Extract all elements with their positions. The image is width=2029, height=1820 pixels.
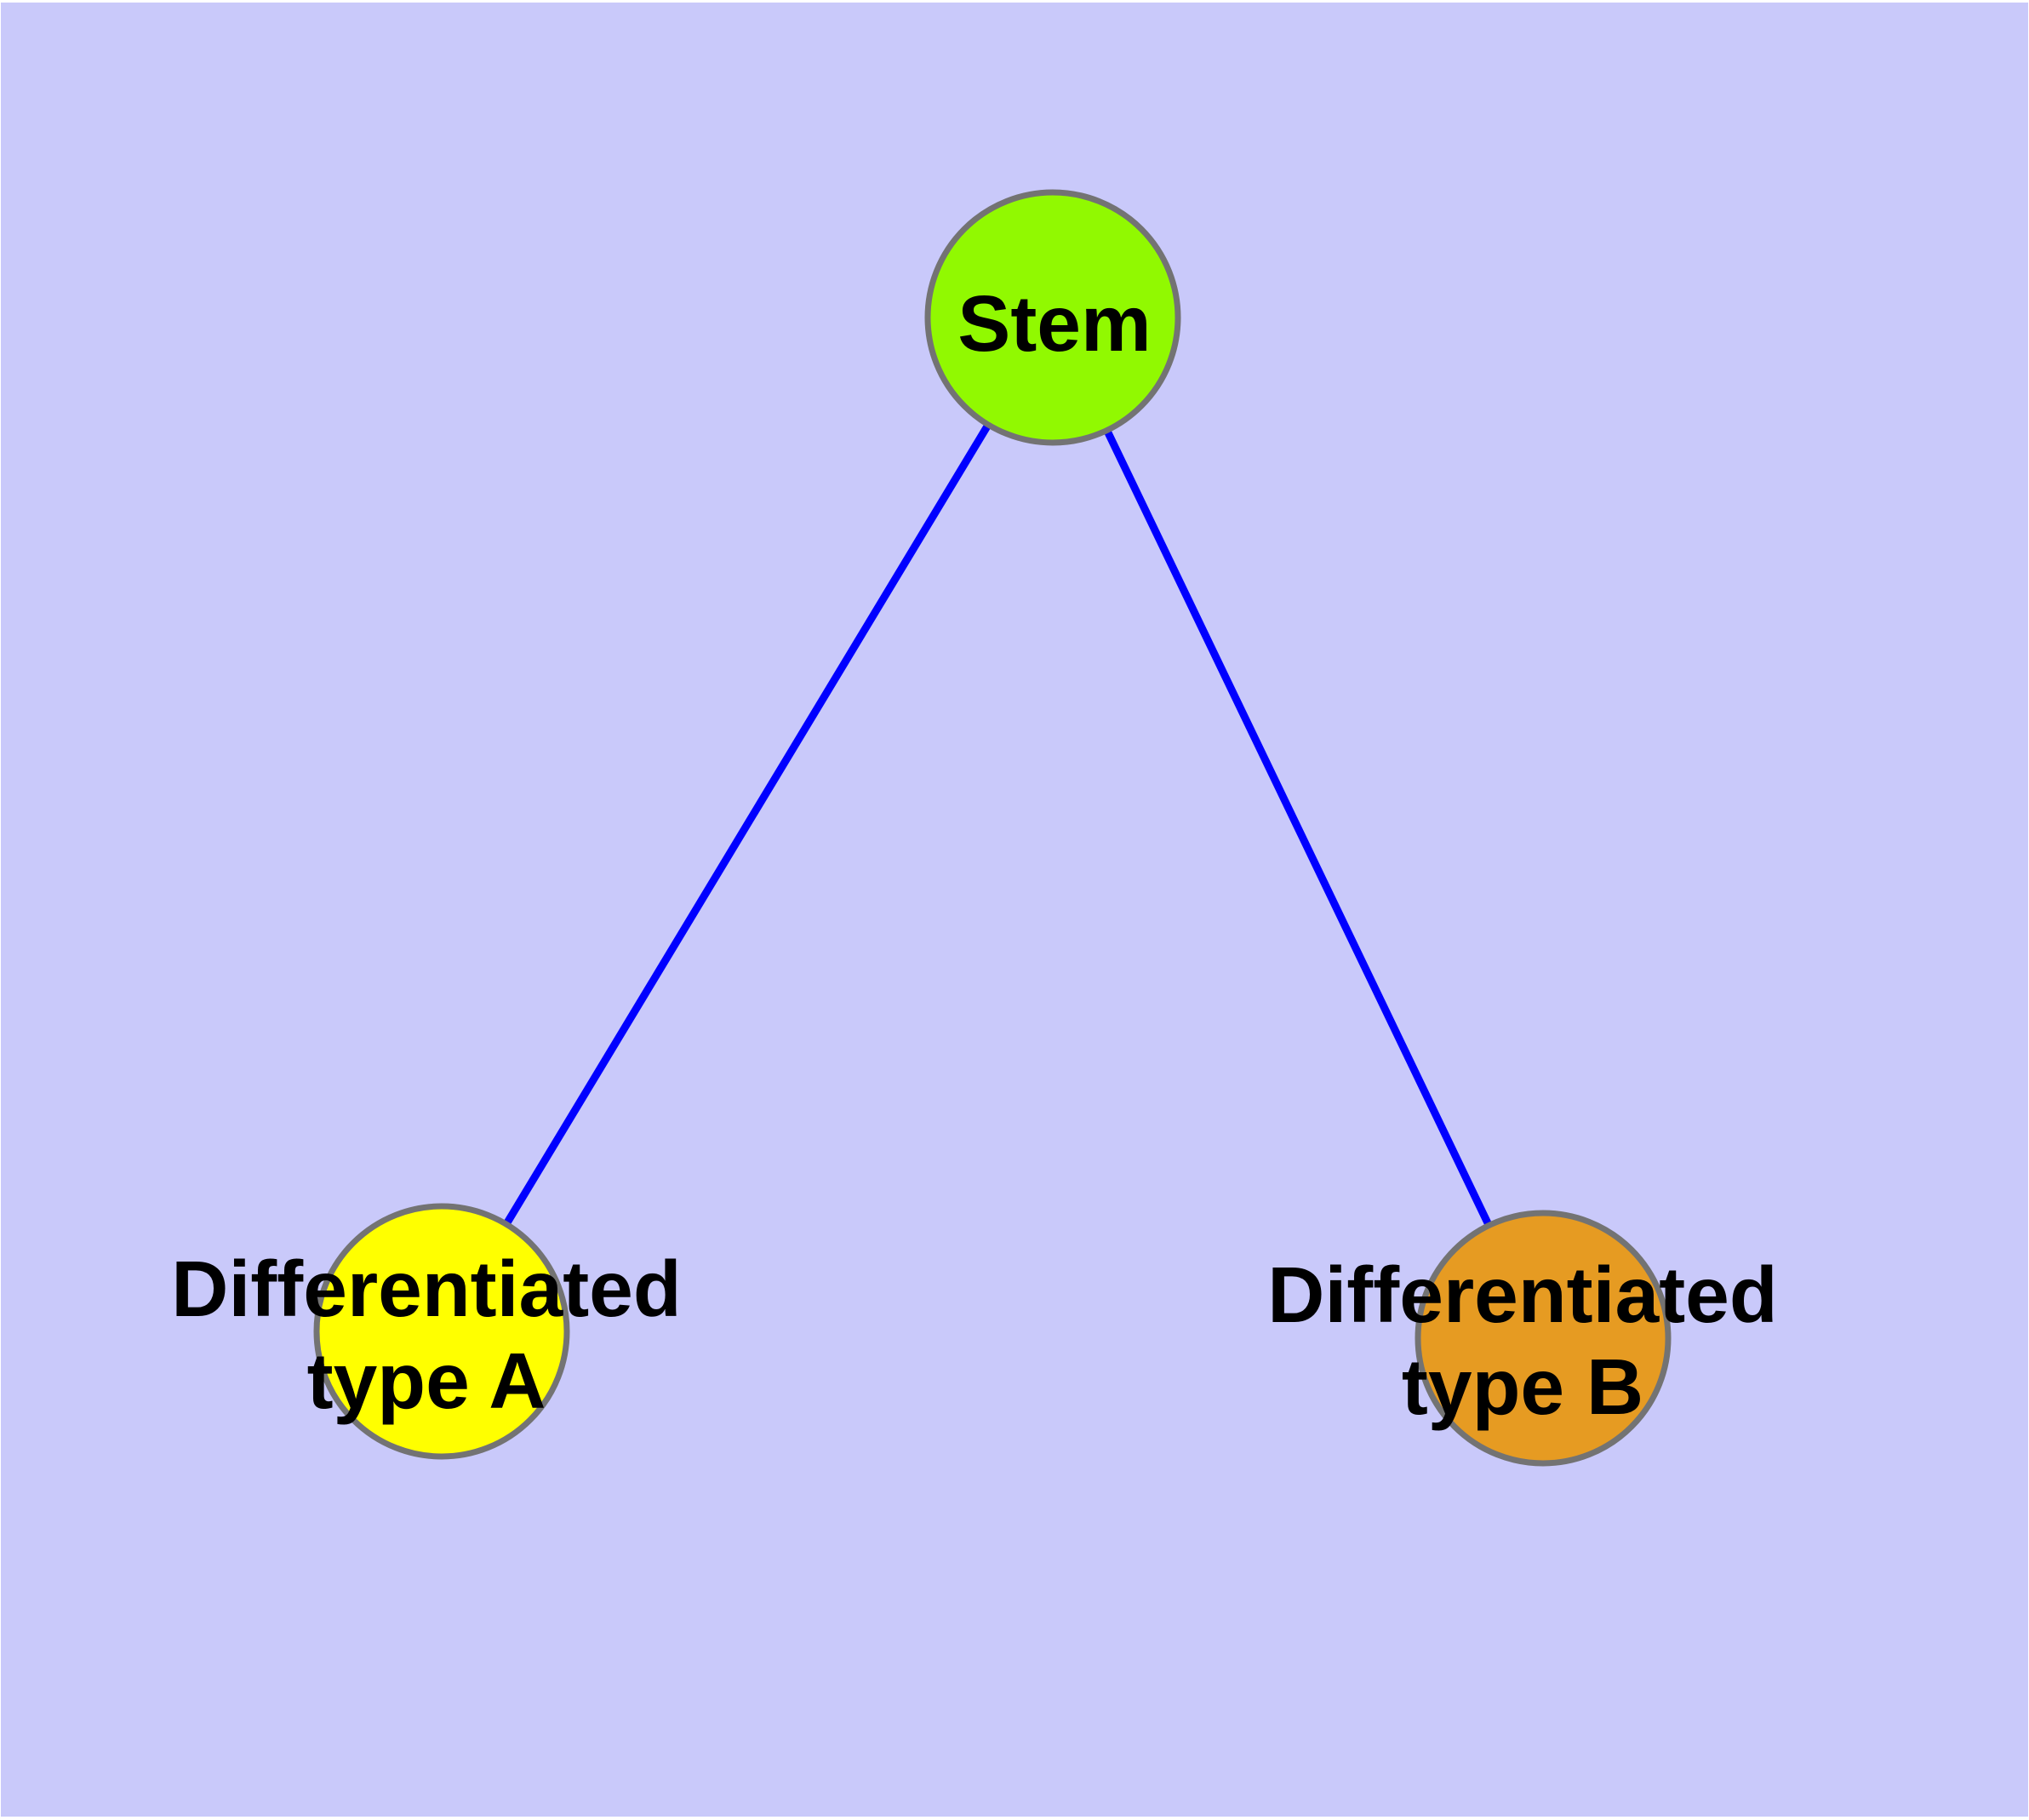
node-stem-label: Stem (957, 278, 1151, 369)
node-differentiated-type-a-circle (313, 1203, 570, 1460)
label-line: type B (1401, 1342, 1644, 1431)
edge-stem-to-differentiated-type-a (438, 315, 1056, 1334)
label-line: Differentiated (1267, 1251, 1778, 1339)
node-stem-circle (924, 189, 1181, 446)
label-line: Stem (957, 279, 1152, 368)
edge-stem-to-differentiated-type-b (1049, 316, 1547, 1340)
label-line: type A (306, 1336, 546, 1425)
node-differentiated-type-b-label: Differentiated type B (1267, 1249, 1777, 1433)
node-differentiated-type-a-label: Differentiated type A (171, 1243, 681, 1427)
label-line: Differentiated (171, 1245, 682, 1333)
node-differentiated-type-b-circle (1415, 1210, 1672, 1467)
